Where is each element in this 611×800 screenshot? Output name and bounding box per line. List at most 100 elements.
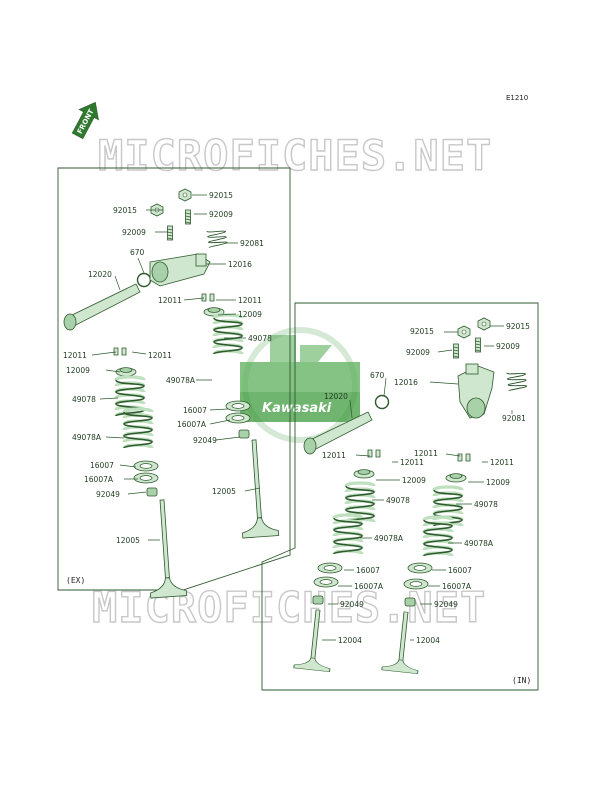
- ex-label-16007a-upper: 16007A: [177, 420, 207, 429]
- in-rocker-spring: [506, 370, 528, 392]
- in-label-92009-right: 92009: [496, 342, 520, 351]
- in-adjust-screw-left: [453, 343, 459, 359]
- ex-label-92009-right: 92009: [209, 210, 233, 219]
- in-nut-right: [477, 317, 491, 331]
- ex-nut-top-right: [178, 188, 192, 202]
- in-label-92015-right: 92015: [506, 322, 530, 331]
- in-nut-left: [457, 325, 471, 339]
- in-label-12004-right: 12004: [416, 636, 440, 645]
- in-label-12016: 12016: [394, 378, 418, 387]
- ex-label-16007a-lower: 16007A: [84, 475, 114, 484]
- in-inner-spring-left: [332, 513, 364, 556]
- in-outer-spring-right: [432, 485, 464, 528]
- in-label-670: 670: [370, 371, 385, 380]
- in-label-49078a-left: 49078A: [374, 534, 404, 543]
- in-rocker-shaft: [303, 411, 373, 455]
- in-label-12011-b: 12011: [400, 458, 424, 467]
- ex-label-12005-left: 12005: [116, 536, 140, 545]
- ex-label-12011-upper-left: 12011: [158, 296, 182, 305]
- ex-label-92049-upper: 92049: [193, 436, 217, 445]
- in-adjust-screw-right: [475, 337, 481, 353]
- logo-text: Kawasaki: [262, 401, 332, 416]
- in-label-12020: 12020: [324, 392, 348, 401]
- in-label-49078a-right: 49078A: [464, 539, 494, 548]
- ex-label-92015-top: 92015: [209, 191, 233, 200]
- ex-label-12009-lower: 12009: [66, 366, 90, 375]
- in-label-16007a-right: 16007A: [442, 582, 472, 591]
- in-label-92009-left: 92009: [406, 348, 430, 357]
- ex-label-12005-right: 12005: [212, 487, 236, 496]
- ex-label-49078a-upper: 49078A: [166, 376, 196, 385]
- ex-label-49078-lower: 49078: [72, 395, 96, 404]
- ex-rocker-spring: [206, 228, 228, 249]
- ex-stem-seal-left: [146, 487, 158, 497]
- ex-keeper-upper-right: [201, 293, 215, 302]
- in-retainer-right: [445, 473, 467, 483]
- ex-label-92015-left: 92015: [113, 206, 137, 215]
- in-spring-seat-b-left: [313, 576, 339, 588]
- kawasaki-logo: Kawasaki: [240, 327, 360, 443]
- in-o-ring: [374, 394, 390, 410]
- in-spring-seat-right: [407, 562, 433, 574]
- in-stem-seal-left: [312, 595, 324, 605]
- ex-spring-seat-right: [225, 400, 251, 412]
- in-rocker-arm: [457, 363, 495, 419]
- ex-outer-spring-right: [212, 313, 244, 356]
- in-label-92049-left: 92049: [340, 600, 364, 609]
- ex-label-92009-left: 92009: [122, 228, 146, 237]
- in-label-16007-right: 16007: [448, 566, 472, 575]
- ex-label-12011-left-a: 12011: [63, 351, 87, 360]
- in-label-12009-right: 12009: [486, 478, 510, 487]
- ex-inner-spring-left: [122, 407, 154, 450]
- ex-spring-seat-b-right: [225, 412, 251, 424]
- ex-rocker-arm: [149, 253, 211, 287]
- ex-label-49078a-lower: 49078A: [72, 433, 102, 442]
- ex-rocker-shaft: [63, 283, 141, 331]
- in-keeper-right: [457, 453, 471, 462]
- ex-o-ring: [136, 272, 152, 288]
- in-label-12011-d: 12011: [490, 458, 514, 467]
- ex-label-16007-upper: 16007: [183, 406, 207, 415]
- ex-adjust-screw-right: [185, 209, 191, 225]
- page-code: E1210: [506, 94, 528, 102]
- ex-adjust-screw-left: [167, 225, 173, 241]
- in-label-16007a-left: 16007A: [354, 582, 384, 591]
- in-spring-seat-b-right: [403, 578, 429, 590]
- in-spring-seat-left: [317, 562, 343, 574]
- in-stem-seal-right: [404, 597, 416, 607]
- exhaust-panel-tag: (EX): [66, 576, 85, 585]
- in-label-12011-a: 12011: [322, 451, 346, 460]
- intake-panel-tag: (IN): [512, 676, 531, 685]
- ex-label-49078-upper: 49078: [248, 334, 272, 343]
- ex-label-12020: 12020: [88, 270, 112, 279]
- in-retainer-left: [353, 469, 375, 479]
- intake-panel-frame: [261, 302, 539, 691]
- in-label-49078-right: 49078: [474, 500, 498, 509]
- in-label-92049-right: 92049: [434, 600, 458, 609]
- ex-spring-seat-left: [133, 460, 159, 472]
- in-label-49078-left: 49078: [386, 496, 410, 505]
- in-label-92015-left: 92015: [410, 327, 434, 336]
- ex-label-12011-left-b: 12011: [148, 351, 172, 360]
- intake-panel: (IN) 920: [261, 302, 539, 691]
- ex-label-12016: 12016: [228, 260, 252, 269]
- ex-stem-seal-right: [238, 429, 250, 439]
- ex-keeper-left: [113, 347, 127, 356]
- ex-label-12009-upper: 12009: [238, 310, 262, 319]
- in-label-16007-left: 16007: [356, 566, 380, 575]
- ex-label-92081: 92081: [240, 239, 264, 248]
- ex-label-670: 670: [130, 248, 145, 257]
- in-label-92081: 92081: [502, 414, 526, 423]
- in-inner-spring-right: [422, 515, 454, 558]
- ex-label-92049-lower: 92049: [96, 490, 120, 499]
- ex-label-12011-upper-right: 12011: [238, 296, 262, 305]
- exhaust-panel-frame: [57, 167, 291, 591]
- ex-label-16007-lower: 16007: [90, 461, 114, 470]
- exhaust-panel: (EX) 92015: [57, 167, 291, 599]
- ex-spring-seat-b-left: [133, 472, 159, 484]
- in-label-12004-left: 12004: [338, 636, 362, 645]
- in-label-12011-c: 12011: [414, 449, 438, 458]
- in-label-12009-left: 12009: [402, 476, 426, 485]
- watermark-top: MICROFICHES.NET: [98, 131, 492, 180]
